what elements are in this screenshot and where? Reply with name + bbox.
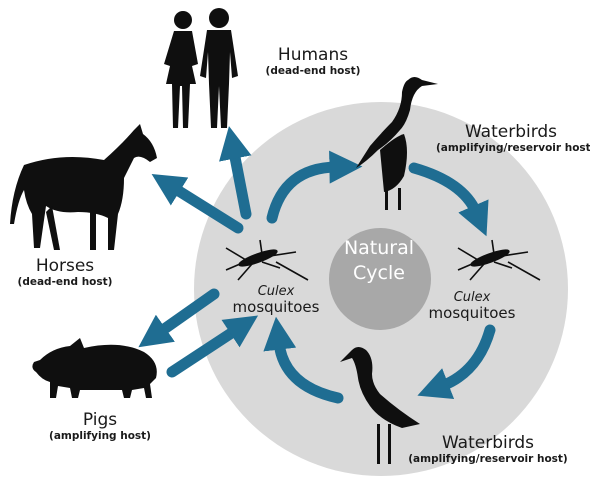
waterbirds-bottom-label: Waterbirds (amplifying/reservoir host)	[408, 434, 568, 466]
waterbirds-top-name: Waterbirds	[436, 123, 586, 142]
waterbirds-top-note: (amplifying/reservoir host)	[436, 142, 586, 155]
horses-note: (dead-end host)	[10, 276, 120, 289]
humans-name: Humans	[258, 46, 368, 65]
mosquitoes-left-label: Culex mosquitoes	[232, 284, 320, 316]
mosquitoes-right-label: Culex mosquitoes	[428, 290, 516, 322]
horses-name: Horses	[10, 257, 120, 276]
pigs-name: Pigs	[40, 411, 160, 430]
waterbirds-top-label: Waterbirds (amplifying/reservoir host)	[436, 123, 586, 155]
waterbirds-bottom-name: Waterbirds	[408, 434, 568, 453]
natural-cycle-line1: Natural	[327, 236, 431, 261]
humans-label: Humans (dead-end host)	[258, 46, 368, 78]
horses-label: Horses (dead-end host)	[10, 257, 120, 289]
horse-icon	[10, 124, 157, 250]
pigs-label: Pigs (amplifying host)	[40, 411, 160, 443]
mosquitoes-left-name: mosquitoes	[232, 299, 320, 316]
waterbirds-bottom-note: (amplifying/reservoir host)	[408, 453, 568, 466]
humans-icon	[164, 8, 238, 128]
mosquitoes-right-name: mosquitoes	[428, 305, 516, 322]
humans-note: (dead-end host)	[258, 65, 368, 78]
natural-cycle-line2: Cycle	[327, 261, 431, 286]
pig-icon	[32, 338, 156, 398]
mosquitoes-left-genus: Culex	[232, 284, 320, 299]
pigs-note: (amplifying host)	[40, 430, 160, 443]
natural-cycle-label: Natural Cycle	[327, 236, 431, 286]
mosquitoes-right-genus: Culex	[428, 290, 516, 305]
